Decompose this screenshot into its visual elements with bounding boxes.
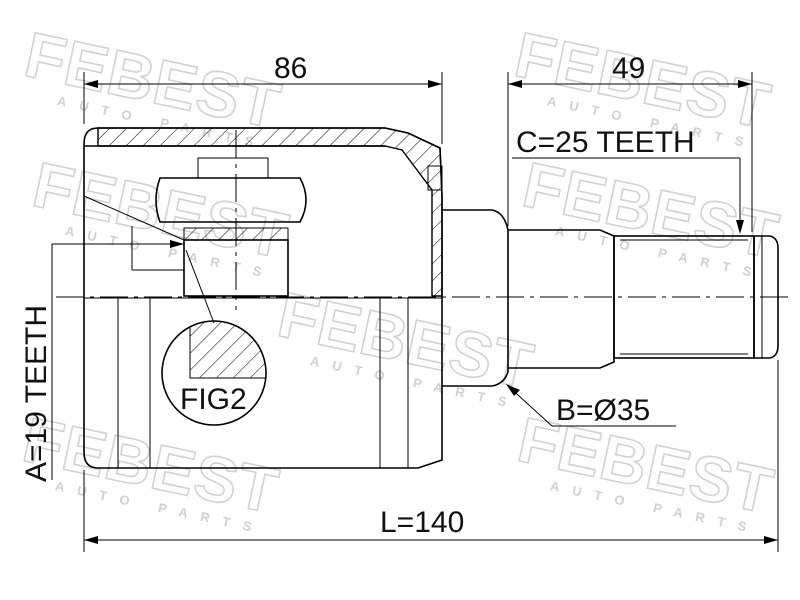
watermark-3: FEBEST AUTO PARTS: [26, 147, 295, 282]
shaft-tip: [753, 235, 779, 359]
callout-a: A=19 TEETH: [20, 240, 184, 482]
spline-a-label: A=19 TEETH: [20, 305, 53, 482]
dimension-49-label: 49: [612, 52, 645, 85]
fig2-hatch: [189, 321, 266, 379]
callout-b-arrow: [506, 384, 520, 396]
dimension-49: 49: [507, 52, 753, 232]
arrow-86-right: [428, 80, 442, 88]
tripod-roller: [155, 177, 307, 223]
callout-b: B=Ø35: [506, 384, 676, 427]
callout-c: C=25 TEETH: [512, 126, 744, 234]
watermark-5: FEBEST AUTO PARTS: [271, 277, 540, 412]
housing: [83, 127, 443, 469]
dimension-140: L=140: [83, 360, 779, 552]
arrow-140-right: [764, 536, 778, 544]
arrow-140-left: [84, 536, 98, 544]
fig2-detail: FIG2: [161, 249, 267, 426]
fig2-label: FIG2: [180, 383, 247, 416]
dimension-86: 86: [83, 52, 443, 144]
callout-a-arrow: [170, 240, 184, 248]
arrow-49-left: [508, 80, 522, 88]
shaft-collar: [442, 209, 509, 387]
tripod-cap: [197, 157, 269, 179]
inner-cone-top: [83, 195, 185, 241]
callout-c-arrow: [736, 220, 744, 234]
arrow-86-left: [84, 80, 98, 88]
arrow-49-right: [738, 80, 752, 88]
dimension-86-label: 86: [274, 52, 307, 85]
fig2-leader: [185, 249, 215, 324]
dimension-140-label: L=140: [380, 506, 464, 539]
housing-lip: [427, 165, 443, 191]
seal-b-label: B=Ø35: [556, 394, 650, 427]
housing-outline: [83, 127, 443, 469]
spline-c-label: C=25 TEETH: [516, 126, 695, 159]
watermark-group: FEBEST AUTO PARTS FEBEST AUTO PARTS FEBE…: [16, 17, 785, 537]
watermark-4: FEBEST AUTO PARTS: [516, 147, 785, 282]
